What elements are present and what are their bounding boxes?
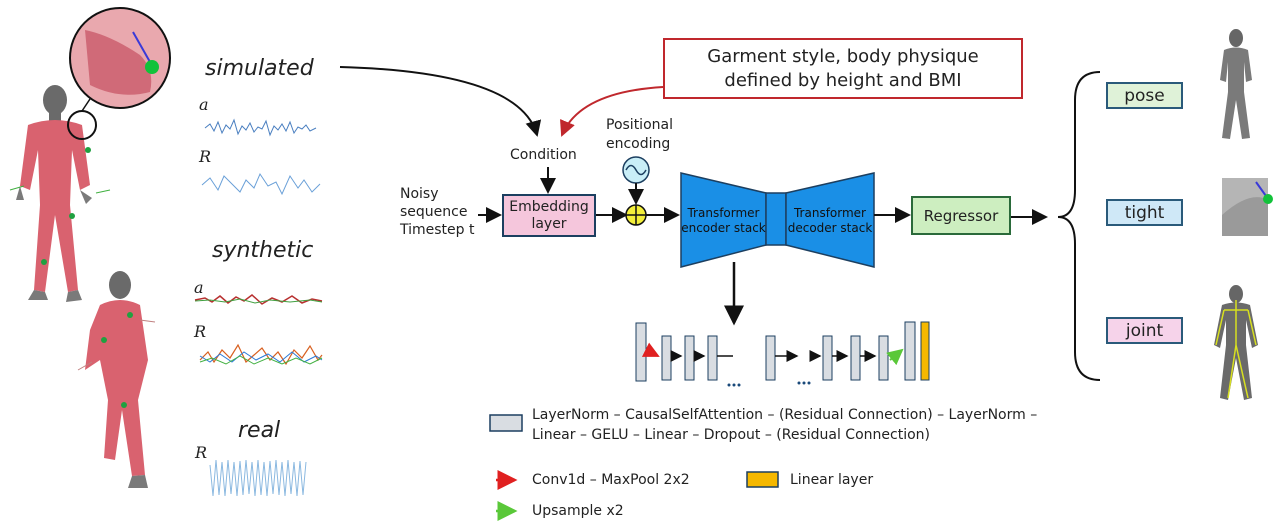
legend-linear-swatch <box>746 471 779 488</box>
regressor-box: Regressor <box>911 196 1011 235</box>
label-real: real <box>238 418 281 443</box>
output-joint: joint <box>1106 317 1183 344</box>
arrow-simulated-to-condition <box>339 66 542 137</box>
encoder-block-row <box>635 321 930 387</box>
embedding-layer: Embedding layer <box>502 194 596 237</box>
positional-encoding-label: Positional encoding <box>606 117 673 152</box>
joint-figure <box>1214 285 1258 400</box>
positional-encoding-icon <box>622 156 650 184</box>
human-figure-simulated <box>9 85 111 302</box>
output-brace <box>1057 71 1101 381</box>
encoder-label: Transformer encoder stack <box>681 206 766 235</box>
signal-r-real: R <box>195 443 208 462</box>
waveform-simulated-a <box>204 118 317 137</box>
legend-linear-text: Linear layer <box>790 472 874 488</box>
tight-inset <box>1222 178 1273 236</box>
zoom-inset <box>67 7 171 140</box>
output-tight: tight <box>1106 199 1183 226</box>
legend-upsample-text: Upsample x2 <box>532 503 624 519</box>
legend-block-text: LayerNorm – CausalSelfAttention – (Resid… <box>532 407 1038 443</box>
waveform-real-r <box>209 459 307 497</box>
label-synthetic: synthetic <box>212 238 314 263</box>
arrow-condition-box <box>560 86 664 137</box>
label-simulated: simulated <box>205 56 314 81</box>
decoder-label: Transformer decoder stack <box>787 206 873 235</box>
input-label: Noisy sequence Timestep t <box>400 186 475 238</box>
output-pose: pose <box>1106 82 1183 109</box>
condition-box: Garment style, body physique defined by … <box>663 38 1023 99</box>
signal-r-simulated: R <box>199 147 212 166</box>
adder-icon <box>625 204 647 226</box>
condition-label: Condition <box>510 147 577 163</box>
legend-block-swatch <box>489 414 523 432</box>
transformer-decoder <box>785 172 875 268</box>
legend-conv-text: Conv1d – MaxPool 2x2 <box>532 472 690 488</box>
signal-a-synthetic: a <box>194 278 204 297</box>
signal-r-synthetic: R <box>194 322 207 341</box>
human-figure-synthetic <box>77 271 156 488</box>
signal-a-simulated: a <box>199 95 209 114</box>
pose-figure <box>1220 29 1252 139</box>
waveform-simulated-r <box>201 172 321 196</box>
